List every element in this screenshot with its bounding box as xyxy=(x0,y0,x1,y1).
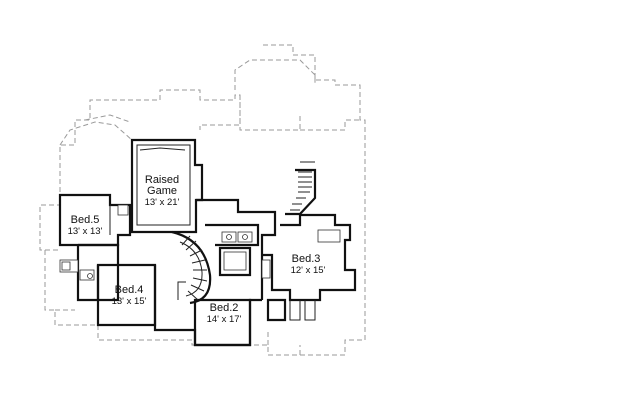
spiral-staircase xyxy=(171,230,212,305)
lower-level-outline xyxy=(39,44,366,356)
walls xyxy=(58,138,357,347)
room-label-raised-game: Raised Game 13' x 21' xyxy=(145,174,180,208)
room-name: Bed.4 xyxy=(115,284,144,296)
room-dimensions: 13' x 13' xyxy=(68,226,103,237)
room-name: Raised xyxy=(145,174,179,186)
room-dimensions: 12' x 15' xyxy=(291,265,326,276)
room-label-bed-5: Bed.5 13' x 13' xyxy=(68,214,103,237)
room-label-bed-4: Bed.4 13' x 15' xyxy=(112,284,147,307)
room-label-bed-3: Bed.3 12' x 15' xyxy=(291,253,326,276)
fixtures xyxy=(59,204,341,281)
room-dimensions: 14' x 17' xyxy=(207,314,242,325)
room-name: Bed.3 xyxy=(292,253,321,265)
room-dimensions: 13' x 15' xyxy=(112,296,147,307)
room-label-bed-2: Bed.2 14' x 17' xyxy=(207,302,242,325)
room-name-line-2: Game xyxy=(147,185,177,197)
room-name: Bed.5 xyxy=(71,214,100,226)
room-name: Bed.2 xyxy=(210,302,239,314)
room-dimensions: 13' x 21' xyxy=(145,197,180,208)
